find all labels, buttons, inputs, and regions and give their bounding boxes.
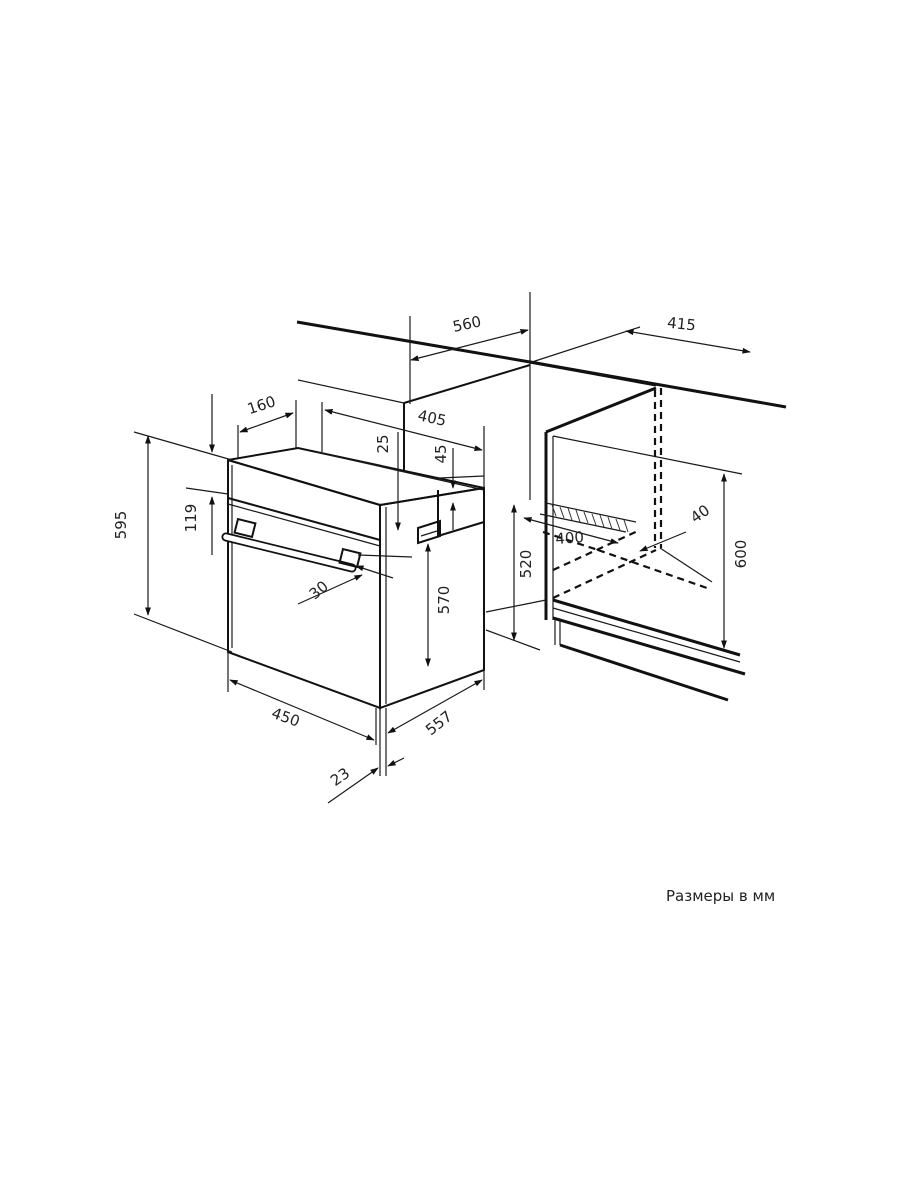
dim-600: 600 <box>732 540 750 569</box>
dim-400: 400 <box>555 528 585 548</box>
dim-415: 415 <box>666 314 696 335</box>
dim-560: 560 <box>451 312 483 336</box>
oven-handle <box>221 517 362 573</box>
dim-119: 119 <box>182 504 200 533</box>
dim-160: 160 <box>245 392 278 418</box>
dim-520: 520 <box>517 550 535 579</box>
dim-570: 570 <box>435 586 453 615</box>
dim-23: 23 <box>327 764 353 790</box>
dim-45: 45 <box>432 444 450 463</box>
dim-40: 40 <box>687 501 713 527</box>
units-caption: Размеры в мм <box>666 887 776 905</box>
dim-405: 405 <box>416 406 448 430</box>
dim-595: 595 <box>112 511 130 540</box>
dim-25: 25 <box>374 434 392 453</box>
dimension-lines <box>133 316 751 804</box>
cabinet-niche <box>296 292 787 702</box>
dim-557: 557 <box>422 707 456 739</box>
